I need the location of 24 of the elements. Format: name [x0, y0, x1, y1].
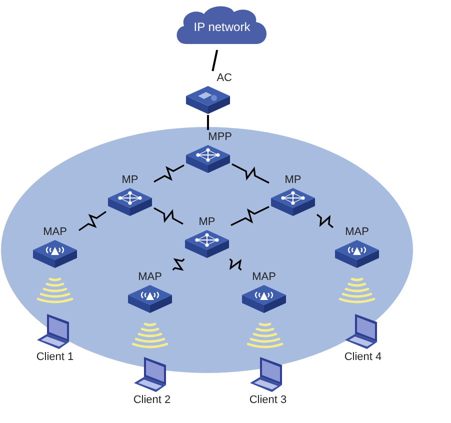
device-label: MPP: [208, 130, 232, 144]
wireless-link: [172, 258, 185, 271]
wireless-link: [78, 210, 106, 232]
device-label: MP: [122, 173, 138, 187]
device-label: MAP: [43, 225, 67, 239]
wireless-link: [230, 206, 270, 226]
wireless-link: [316, 214, 334, 228]
cable-line: [212, 50, 218, 72]
device-label: AC: [216, 71, 232, 85]
device-label: MAP: [345, 225, 369, 239]
wireless-link: [229, 258, 242, 271]
wireless-link: [154, 164, 184, 182]
client-label: Client 4: [344, 350, 382, 364]
cloud-label: IP network: [194, 19, 250, 36]
wireless-link: [232, 163, 270, 184]
device-label: MAP: [138, 270, 162, 284]
device-label: MAP: [252, 270, 276, 284]
device-label: MP: [284, 173, 302, 187]
client-label: Client 3: [249, 393, 287, 407]
device-label: MP: [198, 215, 216, 229]
client-label: Client 1: [36, 350, 74, 364]
client-label: Client 2: [133, 393, 171, 407]
wireless-link: [154, 207, 184, 225]
cable-line: [207, 115, 209, 130]
